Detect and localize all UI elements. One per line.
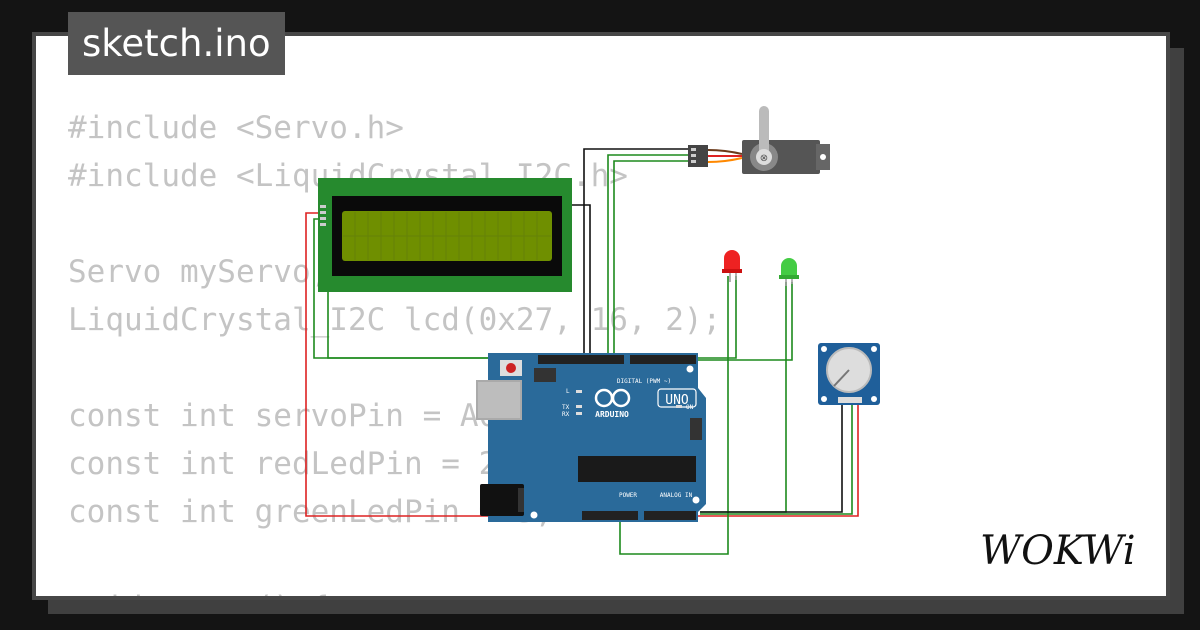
- board-brand-label: ARDUINO: [595, 410, 629, 419]
- red-led[interactable]: [722, 250, 742, 282]
- l-led-label: L: [566, 388, 570, 395]
- digital-header-label: DIGITAL (PWM ~): [617, 378, 671, 385]
- power-header-label: POWER: [619, 492, 637, 499]
- green-wire: [619, 276, 729, 555]
- on-led-label: ON: [686, 404, 694, 411]
- logo-text: WOKWi: [980, 528, 1136, 574]
- green-wire: [613, 160, 690, 358]
- servo-motor[interactable]: ⊗: [688, 106, 830, 174]
- code-line: Servo myServo;: [68, 254, 330, 290]
- tx-led-label: TX: [562, 404, 570, 411]
- green-wire: [607, 154, 690, 358]
- sketch-title: sketch.ino: [68, 12, 285, 75]
- code-line: const int redLedPin = 2;: [68, 446, 516, 482]
- code-line: void setup() {: [68, 584, 721, 596]
- preview-card: #include <Servo.h>#include <LiquidCrysta…: [32, 32, 1170, 600]
- code-line: #include <Servo.h>: [68, 110, 404, 146]
- green-led[interactable]: [779, 258, 799, 286]
- code-line: LiquidCrystal_I2C lcd(0x27, 16, 2);: [68, 302, 722, 338]
- analog-header-label: ANALOG IN: [660, 492, 693, 499]
- wires: [305, 148, 859, 555]
- green-wire: [700, 400, 853, 515]
- lcd-display[interactable]: [318, 178, 572, 292]
- board-model-label: UNO: [665, 393, 689, 408]
- wokwi-logo: WOKWi: [980, 528, 1136, 574]
- potentiometer[interactable]: [818, 343, 880, 405]
- black-wire: [583, 148, 690, 358]
- green-wire: [606, 282, 793, 361]
- green-wire: [700, 282, 787, 513]
- black-wire: [700, 400, 843, 513]
- arduino-uno-board[interactable]: UNO ARDUINO DIGITAL (PWM ~) ANALOG IN PO…: [476, 353, 706, 522]
- svg-text:⊗: ⊗: [760, 153, 768, 164]
- red-wire: [305, 212, 859, 517]
- rx-led-label: RX: [562, 411, 570, 418]
